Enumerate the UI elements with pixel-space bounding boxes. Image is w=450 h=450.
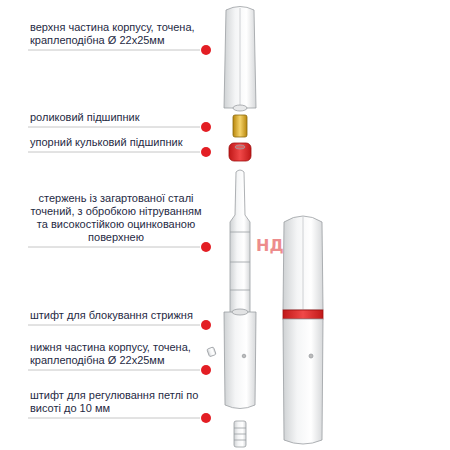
part-label: штифт для регулювання петлі по висоті до… [30, 389, 202, 415]
watermark: НД [256, 236, 284, 255]
part-label: роликовий підшипник [30, 111, 202, 124]
part-label: верхня частина корпусу, точена, краплепо… [30, 21, 202, 47]
callout-dots [201, 45, 211, 423]
part-label: штифт для блокування стрижня [30, 309, 202, 322]
part-label: стержень із загартованої сталі точений, … [30, 192, 202, 244]
part-label: нижня частина корпусу, точена, краплепод… [30, 341, 202, 367]
part-label: упорний кульковий підшипник [30, 136, 202, 149]
